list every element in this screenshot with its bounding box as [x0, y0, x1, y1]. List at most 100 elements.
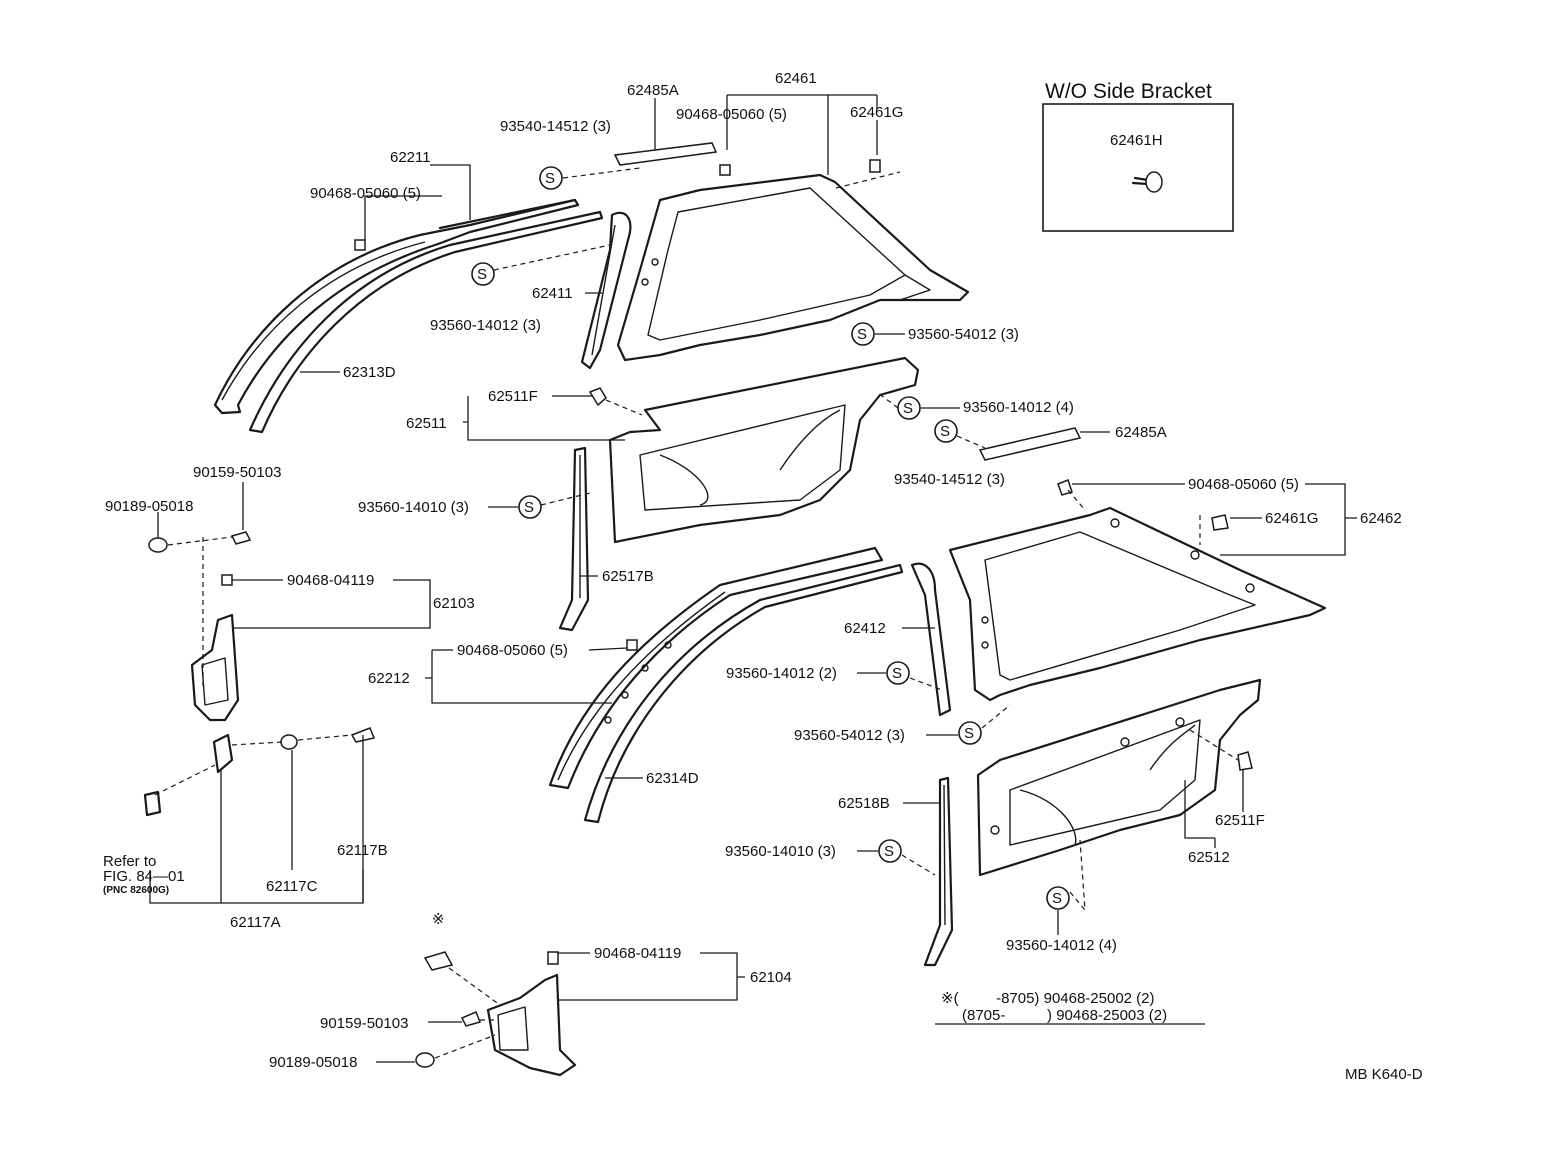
- screw-symbol: S: [878, 839, 902, 863]
- label-62461: 62461: [775, 70, 817, 87]
- screw-icon: [1237, 751, 1253, 771]
- label-62314D: 62314D: [646, 770, 699, 787]
- quarter-trim-panel-62511: [608, 356, 920, 544]
- label-refer-line2: FIG. 84—01: [103, 868, 185, 885]
- label-62517B: 62517B: [602, 568, 654, 585]
- label-62412: 62412: [844, 620, 886, 637]
- label-93560-14012-4-bottom: 93560-14012 (4): [1006, 937, 1117, 954]
- screw-symbol: S: [539, 166, 563, 190]
- clip-icon: [280, 734, 298, 750]
- label-90468-05060-top: 90468-05060 (5): [676, 106, 787, 123]
- drawing-code: MB K640-D: [1345, 1066, 1423, 1083]
- pillar-garnish-62517B: [558, 446, 590, 632]
- label-90468-05060-mid: 90468-05060 (5): [457, 642, 568, 659]
- label-90468-05060-left: 90468-05060 (5): [310, 185, 421, 202]
- pillar-garnish-62518B: [923, 776, 954, 967]
- pillar-lower-trim-62104: [486, 973, 577, 1077]
- label-62461G-top: 62461G: [850, 104, 903, 121]
- label-93560-14010-top: 93560-14010 (3): [358, 499, 469, 516]
- clip-icon: [869, 159, 881, 173]
- clip-icon: [221, 574, 233, 586]
- label-93560-54012-mid: 93560-54012 (3): [794, 727, 905, 744]
- inset-frame: [1042, 103, 1234, 232]
- label-93560-14012-2: 93560-14012 (2): [726, 665, 837, 682]
- label-90468-05060-right: 90468-05060 (5): [1188, 476, 1299, 493]
- pillar-lower-trim-62103: [190, 613, 240, 722]
- label-90189-05018-bottom: 90189-05018: [269, 1054, 357, 1071]
- label-62117B: 62117B: [337, 842, 388, 859]
- label-62511F-top: 62511F: [488, 388, 538, 405]
- label-62485A-mid: 62485A: [1115, 424, 1167, 441]
- label-62411: 62411: [532, 285, 573, 302]
- weatherstrip-62211: [438, 198, 577, 230]
- label-62212: 62212: [368, 670, 410, 687]
- quarter-trim-panel-62512: [976, 678, 1262, 877]
- label-93560-14010-bottom: 93560-14010 (3): [725, 843, 836, 860]
- label-90159-50103-bottom: 90159-50103: [320, 1015, 408, 1032]
- screw-icon: [230, 531, 252, 545]
- screw-symbol: S: [518, 495, 542, 519]
- label-93540-14512-mid: 93540-14512 (3): [894, 471, 1005, 488]
- part-labels: 62461 62485A 90468-05060 (5) 62461G 9354…: [103, 70, 1423, 1083]
- label-93540-14512-top: 93540-14512 (3): [500, 118, 611, 135]
- clip-icon: [626, 639, 638, 651]
- label-refer-line1: Refer to: [103, 853, 156, 870]
- screw-symbol: S: [934, 419, 958, 443]
- clip-icon: [588, 387, 607, 407]
- note-mark: ※: [432, 911, 445, 928]
- pillar-garnish-62412: [910, 562, 952, 717]
- label-62117A: 62117A: [230, 914, 281, 931]
- screw-symbol: S: [897, 396, 921, 420]
- label-62485A-top: 62485A: [627, 82, 679, 99]
- inset-title: W/O Side Bracket: [1045, 80, 1212, 103]
- screw-symbol: S: [958, 721, 982, 745]
- screw-symbol: S: [851, 322, 875, 346]
- quarter-window-frame-62462: [948, 506, 1327, 702]
- label-90159-50103-left: 90159-50103: [193, 464, 281, 481]
- inset-wo-side-bracket: W/O Side Bracket 62461H: [1042, 80, 1234, 232]
- label-90189-05018-left: 90189-05018: [105, 498, 193, 515]
- screw-symbol-text: S: [903, 400, 913, 417]
- assembly-dashed-lines: [154, 167, 1239, 1059]
- clip-icon: [1211, 514, 1229, 531]
- bracket-62117A: [143, 733, 234, 817]
- bracket-icon: [613, 142, 718, 166]
- screw-symbol-text: S: [477, 266, 487, 283]
- screw-symbol-text: S: [884, 843, 894, 860]
- screw-symbol-text: S: [524, 499, 534, 516]
- label-62511: 62511: [406, 415, 447, 432]
- screw-symbol-text: S: [964, 725, 974, 742]
- roof-rail-62314D: [548, 546, 904, 824]
- screw-symbol: S: [886, 661, 910, 685]
- label-62518B: 62518B: [838, 795, 890, 812]
- label-62117C: 62117C: [266, 878, 318, 895]
- label-90468-04119-bottom: 90468-04119: [594, 945, 681, 962]
- label-62462: 62462: [1360, 510, 1402, 527]
- plug-icon: [148, 537, 168, 553]
- clip-icon: [354, 239, 366, 251]
- label-62104: 62104: [750, 969, 792, 986]
- screw-symbol-text: S: [545, 170, 555, 187]
- label-90468-04119-top: 90468-04119: [287, 572, 374, 589]
- label-62511F-right: 62511F: [1215, 812, 1265, 829]
- label-62461G-mid: 62461G: [1265, 510, 1318, 527]
- clip-icon: [547, 951, 559, 965]
- label-refer-line3: (PNC 82600G): [103, 885, 169, 896]
- note-row-1: ※( -8705) 90468-25002 (2): [941, 990, 1155, 1007]
- clip-62461H-icon: [1131, 171, 1163, 193]
- plug-icon: [415, 1052, 435, 1068]
- screw-symbol: S: [1046, 886, 1070, 910]
- roof-rail-62313D: [213, 198, 604, 434]
- label-62512: 62512: [1188, 849, 1230, 866]
- label-93560-14012-3: 93560-14012 (3): [430, 317, 541, 334]
- screw-icon: [460, 1011, 482, 1027]
- screw-symbol-text: S: [1052, 890, 1062, 907]
- label-93560-14012-4-top: 93560-14012 (4): [963, 399, 1074, 416]
- label-62461H: 62461H: [1110, 132, 1163, 149]
- screw-symbol-text: S: [892, 665, 902, 682]
- clip-icon: [423, 951, 454, 971]
- quarter-window-frame-62461: [616, 173, 970, 362]
- label-62103: 62103: [433, 595, 475, 612]
- note-row-2: (8705- ) 90468-25003 (2): [962, 1007, 1167, 1024]
